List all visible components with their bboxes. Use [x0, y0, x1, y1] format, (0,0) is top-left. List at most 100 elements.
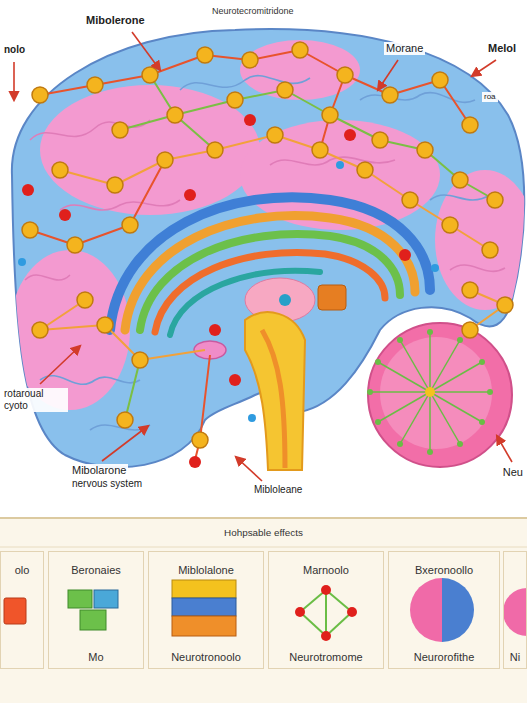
neuron-node	[312, 142, 328, 158]
leader-arrow	[378, 60, 398, 90]
signal-dot	[22, 184, 34, 196]
panel-background	[0, 517, 527, 519]
neuron-node	[122, 217, 138, 233]
neuron-node	[482, 242, 498, 258]
signal-dot	[344, 129, 356, 141]
effect-icon	[325, 590, 327, 636]
cerebellum	[427, 449, 433, 455]
neuron-node	[417, 142, 433, 158]
brainstem	[262, 330, 285, 468]
cerebellum	[368, 323, 512, 467]
neuron-node	[337, 67, 353, 83]
effect-icon	[94, 590, 118, 608]
nerve-path	[120, 90, 495, 200]
cerebellum	[397, 441, 403, 447]
nerve-path	[40, 50, 470, 125]
effect-cell: MarnooloNeurotromome	[268, 551, 384, 669]
region-label: nervous system	[70, 478, 144, 490]
brainstem	[245, 312, 305, 470]
cerebellum	[479, 419, 485, 425]
cerebellum	[457, 441, 463, 447]
neuron-node	[132, 352, 148, 368]
neuron-node	[32, 322, 48, 338]
thalamus	[318, 285, 346, 310]
leader-arrow	[13, 62, 15, 100]
region-label: Mibolerone	[84, 14, 147, 27]
effect-icon	[172, 580, 236, 598]
effect-icon	[300, 612, 326, 636]
region-label: rotaroual cyoto	[2, 388, 68, 412]
cerebellum	[479, 359, 485, 365]
signal-dot	[59, 209, 71, 221]
effect-icon	[68, 590, 92, 608]
effect-icon	[326, 612, 352, 636]
nerve-path	[30, 160, 165, 245]
receptor-dot	[248, 414, 256, 422]
leader-arrow	[236, 457, 262, 481]
region-label: Melol	[486, 42, 518, 55]
cerebellum	[378, 392, 430, 422]
gyrus-line	[25, 275, 70, 280]
neuron-node	[22, 222, 38, 238]
effect-icon	[503, 588, 527, 636]
node-heading: Beronaies	[71, 555, 121, 577]
region-label: nolo	[2, 44, 27, 56]
cerebellum	[370, 332, 490, 452]
neuron-node	[242, 52, 258, 68]
node-label: Mo	[88, 642, 103, 664]
cerebellum	[375, 359, 381, 365]
cerebellum	[429, 392, 431, 452]
region-label: Neu	[501, 466, 525, 479]
neuron-node	[52, 162, 68, 178]
receptor-dot	[18, 258, 26, 266]
nerve-path	[30, 50, 505, 460]
signal-dot	[22, 114, 411, 468]
nerve-path	[320, 75, 345, 150]
neuron-node	[107, 177, 123, 193]
effect-icon	[172, 598, 236, 616]
signal-dot	[399, 249, 411, 261]
neuron-node	[267, 127, 283, 143]
neuron-node	[357, 162, 373, 178]
effect-cell: olo	[0, 551, 44, 669]
effect-icon	[172, 616, 236, 636]
panel-background	[0, 547, 527, 548]
effect-icon	[442, 578, 474, 642]
small-label: roa	[482, 92, 498, 102]
neuron-node	[112, 122, 128, 138]
region-label: Mibloleane	[252, 484, 304, 496]
neuron-node	[402, 192, 418, 208]
leader-arrow	[132, 32, 160, 70]
neuron-node	[452, 172, 468, 188]
node-heading: Bxeronoollo	[415, 555, 473, 577]
neuron-node	[192, 432, 208, 448]
cerebellum	[430, 392, 460, 444]
neuron-node	[382, 87, 398, 103]
effect-cell: MiblolaloneNeurotronoolo	[148, 551, 264, 669]
cerebellum	[367, 389, 373, 395]
neuron-node	[32, 87, 48, 103]
diagram-title: Neurotecromitridone	[210, 6, 296, 17]
effect-icon	[326, 590, 352, 612]
neuron-node	[432, 72, 448, 88]
neuron-node	[77, 292, 93, 308]
cerebellum	[429, 332, 431, 392]
neuron-node	[142, 67, 158, 83]
signal-dot	[209, 324, 221, 336]
cerebellum	[427, 329, 433, 335]
neuron-node	[292, 42, 308, 58]
signal-dot	[244, 114, 256, 126]
panel-background	[0, 518, 527, 703]
neuron-node	[462, 282, 478, 298]
effect-icon	[4, 578, 527, 642]
receptor-dot	[431, 264, 439, 272]
effects-panel: Hohpsable effectsoloBeronaiesMoMiblolalo…	[0, 518, 527, 703]
effect-icon	[347, 607, 357, 617]
gyrus-line	[40, 376, 140, 385]
effect-cell: Ni	[503, 551, 527, 669]
cerebellum	[370, 391, 430, 393]
brainstem	[194, 294, 305, 470]
gyrus-line	[360, 93, 475, 103]
receptor-dot	[18, 161, 439, 422]
